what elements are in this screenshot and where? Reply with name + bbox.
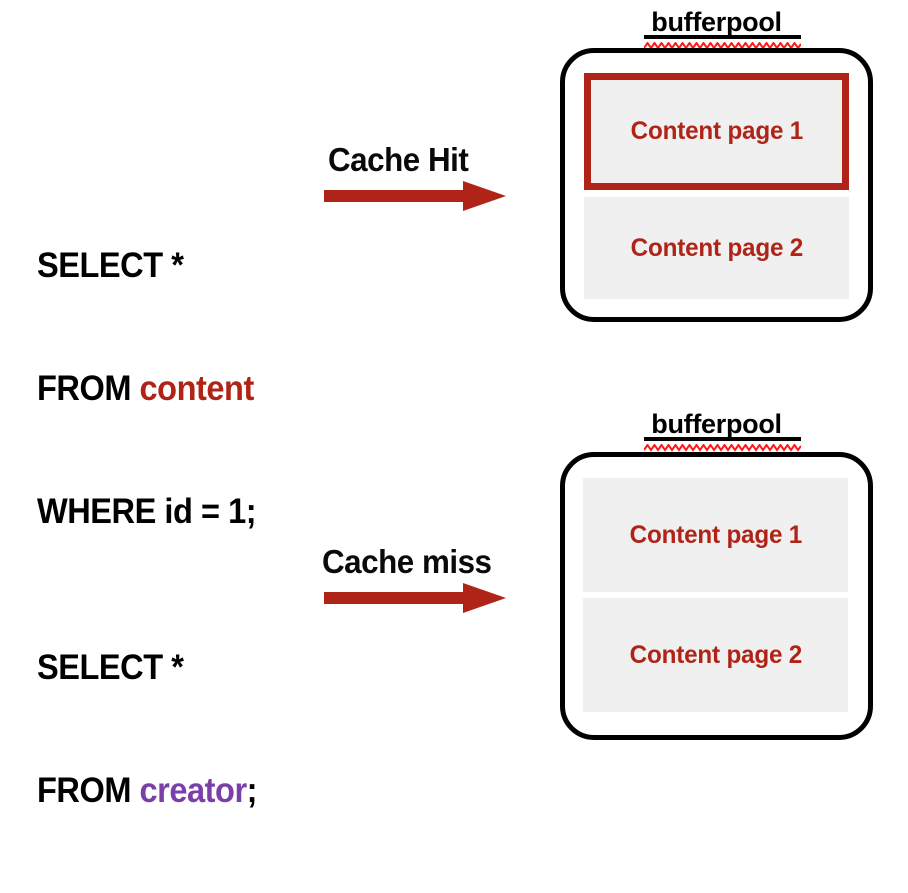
buffer-page-slot[interactable]: Content page 2 <box>583 598 848 712</box>
sql-keyword-from: FROM <box>37 369 140 408</box>
sql-line-from: FROM creator; <box>37 770 258 811</box>
sql-table-name-creator: creator <box>139 771 248 810</box>
sql-terminator: ; <box>246 771 258 810</box>
sql-keyword-from: FROM <box>37 771 140 810</box>
sql-line-select: SELECT * <box>37 648 184 687</box>
bufferpool-title-2: bufferpool <box>651 409 782 439</box>
arrow-label-cache-miss: Cache miss <box>322 543 492 580</box>
right-arrow-icon <box>324 581 506 615</box>
buffer-page-label: Content page 1 <box>629 520 802 549</box>
bufferpool-title-underline-2 <box>644 437 801 441</box>
buffer-page-label: Content page 1 <box>630 117 803 145</box>
sql-line-from: FROM content <box>37 368 256 409</box>
bufferpool-group-cache-miss: bufferpool Content page 1 Content page 2 <box>560 409 873 740</box>
diagram-canvas: SELECT * FROM content WHERE id = 1; Cach… <box>37 7 873 810</box>
spellcheck-squiggle-icon <box>643 440 802 452</box>
buffer-page-slot[interactable]: Content page 1 <box>583 478 848 592</box>
spellcheck-squiggle-icon <box>643 38 802 50</box>
bufferpool-title-underline-1 <box>644 35 801 39</box>
sql-table-name-content: content <box>139 369 255 408</box>
right-arrow-icon <box>324 179 506 213</box>
bufferpool-title-wrap-1: bufferpool <box>560 7 873 50</box>
sql-line-select: SELECT * <box>37 246 184 285</box>
sql-query-cache-miss: SELECT * FROM creator; <box>37 565 258 893</box>
buffer-page-label: Content page 2 <box>630 233 803 262</box>
bufferpool-title-wrap-2: bufferpool <box>560 409 873 452</box>
arrow-label-cache-hit: Cache Hit <box>328 141 469 178</box>
sql-line-where: WHERE id = 1; <box>37 492 257 531</box>
bufferpool-group-cache-hit: bufferpool Content page 1 Content page 2 <box>560 7 873 322</box>
bufferpool-title-1: bufferpool <box>651 7 782 37</box>
sql-query-cache-hit: SELECT * FROM content WHERE id = 1; <box>37 163 257 614</box>
buffer-page-label: Content page 2 <box>629 640 802 669</box>
buffer-page-slot[interactable]: Content page 2 <box>584 197 849 299</box>
buffer-page-slot[interactable]: Content page 1 <box>584 73 849 190</box>
